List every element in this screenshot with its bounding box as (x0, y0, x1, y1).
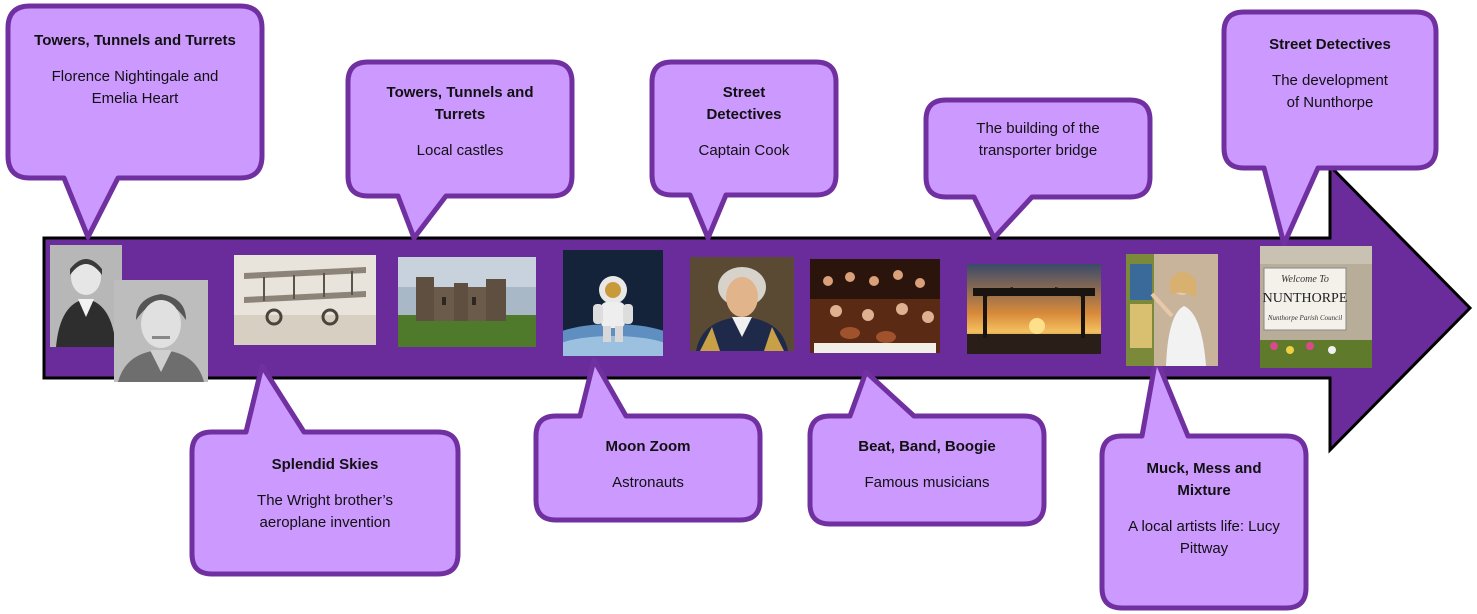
callout-shape-7 (533, 357, 763, 523)
callout-shape-3 (649, 59, 839, 241)
callout-shape-1 (5, 3, 265, 240)
callout-title: Street Detectives (706, 84, 782, 123)
callout-title: Street Detectives (1269, 36, 1391, 53)
transporter-bridge-photo-icon (967, 264, 1101, 354)
amelia-earhart-portrait-icon (114, 280, 208, 382)
callout-text: Florence Nightingale and Emelia Heart (51, 68, 219, 107)
callout-title: Towers, Tunnels and Turrets (34, 32, 236, 49)
astronaut-photo-icon (563, 250, 663, 356)
callout-title: Towers, Tunnels and Turrets (386, 84, 534, 123)
callout-2: Towers, Tunnels and Turrets Local castle… (372, 82, 548, 162)
callout-shape-5 (1221, 9, 1439, 247)
callout-7: Moon Zoom Astronauts (550, 436, 746, 494)
callout-3: Street Detectives Captain Cook (676, 82, 812, 162)
callout-8: Beat, Band, Boogie Famous musicians (822, 436, 1032, 494)
captain-cook-portrait-icon (690, 257, 794, 351)
callout-text: Captain Cook (698, 142, 790, 159)
sign-line-1: Welcome To (1281, 274, 1329, 285)
callout-text: Astronauts (612, 474, 684, 491)
castle-photo-icon (398, 257, 536, 347)
callout-text: Local castles (416, 142, 504, 159)
callout-5: Street Detectives The development of Nun… (1236, 34, 1424, 114)
callout-shape-9 (1099, 355, 1309, 611)
callout-title: Moon Zoom (605, 438, 691, 455)
callout-text: A local artists life: Lucy Pittway (1128, 518, 1280, 557)
welcome-to-nunthorpe-sign-photo-icon: Welcome To NUNTHORPE Nunthorpe Parish Co… (1260, 246, 1372, 368)
callout-text: The building of the transporter bridge (976, 120, 1100, 159)
callout-text: The development of Nunthorpe (1272, 72, 1388, 111)
florence-nightingale-portrait-icon (50, 245, 122, 347)
sign-line-2: NUNTHORPE (1263, 291, 1348, 306)
callout-shape-4 (923, 97, 1153, 241)
callout-title: Splendid Skies (271, 456, 379, 473)
callout-shape-6 (189, 363, 461, 577)
callout-title: Beat, Band, Boogie (858, 438, 996, 455)
callout-9: Muck, Mess and Mixture A local artists l… (1112, 458, 1296, 560)
callout-1: Towers, Tunnels and Turrets Florence Nig… (20, 30, 250, 110)
sign-line-3: Nunthorpe Parish Council (1267, 314, 1342, 322)
artist-painting-photo-icon (1126, 254, 1218, 366)
callout-shape-8 (807, 369, 1047, 527)
orchestra-photo-icon (810, 259, 940, 353)
callout-text: The Wright brother’s aeroplane invention (257, 492, 393, 531)
callout-6: Splendid Skies The Wright brother’s aero… (206, 454, 444, 534)
callout-4: The building of the transporter bridge (944, 118, 1132, 162)
callout-text: Famous musicians (864, 474, 990, 491)
callout-title: Muck, Mess and Mixture (1146, 460, 1262, 499)
wright-biplane-photo-icon (234, 255, 376, 345)
callout-shape-2 (345, 59, 575, 241)
